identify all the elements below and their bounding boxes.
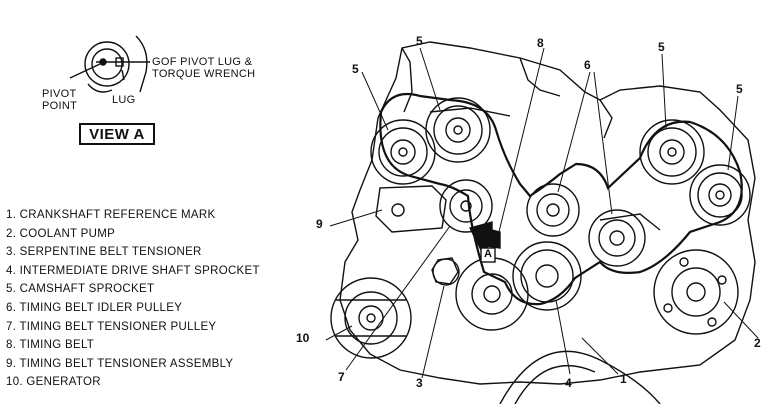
wrench-label-line2: TORQUE WRENCH xyxy=(152,68,256,80)
legend-item: 8. TIMING BELT xyxy=(6,339,95,352)
wrench-label-line1: GOF PIVOT LUG & xyxy=(152,56,253,68)
serpentine-tensioner-pulley xyxy=(455,257,529,331)
callout-5: 5 xyxy=(736,82,743,96)
view-a-title: VIEW A xyxy=(79,123,155,145)
legend-item: 3. SERPENTINE BELT TENSIONER xyxy=(6,246,202,259)
callout-9: 9 xyxy=(316,217,323,231)
callout-8: 8 xyxy=(537,36,544,50)
legend-item: 2. COOLANT PUMP xyxy=(6,227,116,240)
callout-5: 5 xyxy=(416,34,423,48)
engine-block-outline xyxy=(339,41,756,385)
legend-item: 6. TIMING BELT IDLER PULLEY xyxy=(6,301,183,314)
tensioner-pulley xyxy=(439,179,493,233)
view-a-arrow-label: A xyxy=(484,248,492,260)
legend-item: 9. TIMING BELT TENSIONER ASSEMBLY xyxy=(6,357,234,370)
generator-body xyxy=(330,277,412,359)
pivot-label-line1: PIVOT xyxy=(42,88,77,100)
callout-3: 3 xyxy=(416,376,423,390)
crankshaft-pulley xyxy=(499,350,661,404)
legend-item: 1. CRANKSHAFT REFERENCE MARK xyxy=(6,209,216,221)
callout-4: 4 xyxy=(565,376,572,390)
timing-belt xyxy=(379,92,743,306)
callout-2: 2 xyxy=(754,336,761,350)
legend-item: 4. INTERMEDIATE DRIVE SHAFT SPROCKET xyxy=(6,264,260,277)
coolant-pump-body xyxy=(653,249,739,335)
camshaft-sprocket-right-inner xyxy=(639,119,705,185)
legend: 1. CRANKSHAFT REFERENCE MARK 2. COOLANT … xyxy=(6,206,281,392)
callout-10: 10 xyxy=(296,331,310,345)
view-a-detail xyxy=(69,35,150,93)
camshaft-sprocket-left-inner xyxy=(425,97,491,163)
leader-lines xyxy=(325,47,759,379)
camshaft-sprocket-right-outer xyxy=(689,164,751,226)
view-a-pivot-label: PIVOT POINT xyxy=(42,88,77,112)
intermediate-drive-sprocket xyxy=(512,241,582,311)
idler-pulley-lower xyxy=(588,209,646,267)
callout-6: 6 xyxy=(584,58,591,72)
callout-5: 5 xyxy=(352,62,359,76)
legend-item: 5. CAMSHAFT SPROCKET xyxy=(6,283,155,296)
legend-item: 7. TIMING BELT TENSIONER PULLEY xyxy=(6,320,217,333)
tensioner-assembly xyxy=(375,185,447,233)
callout-5: 5 xyxy=(658,40,665,54)
idler-pulley-upper xyxy=(526,183,580,237)
view-a-lug-label: LUG xyxy=(112,94,136,106)
callout-7: 7 xyxy=(338,370,345,384)
pivot-label-line2: POINT xyxy=(42,100,78,112)
view-a-wrench-label: GOF PIVOT LUG & TORQUE WRENCH xyxy=(152,56,255,80)
callout-1: 1 xyxy=(620,372,627,386)
legend-item: 10. GENERATOR xyxy=(6,376,101,389)
